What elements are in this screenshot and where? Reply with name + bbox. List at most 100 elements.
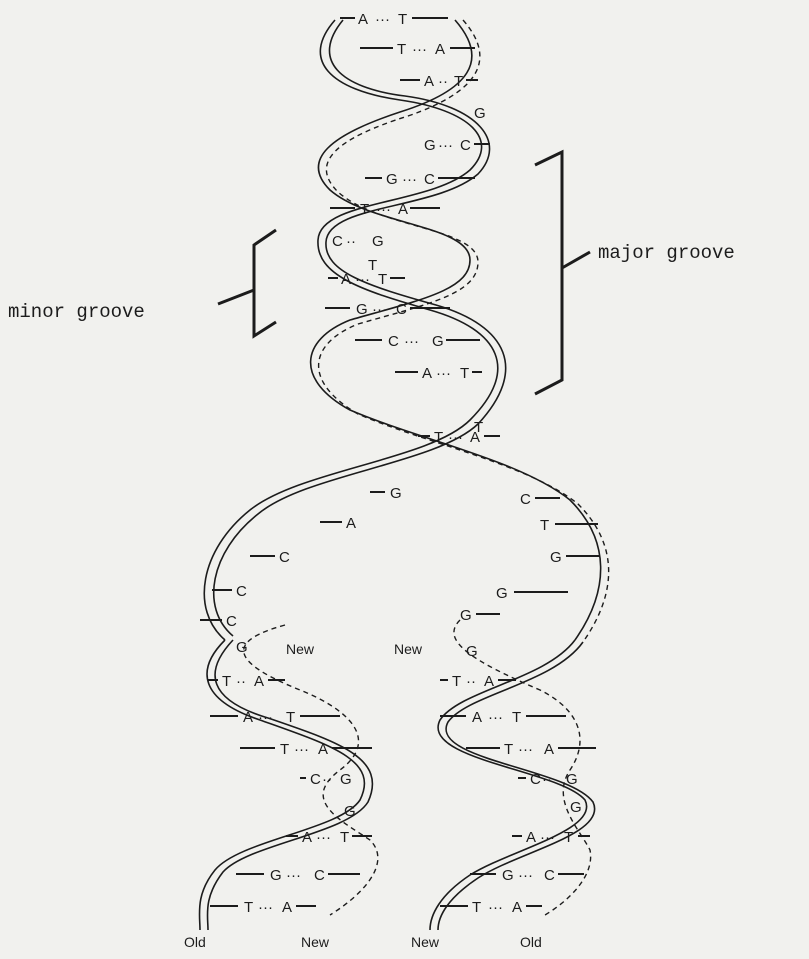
base-a: C — [388, 333, 399, 350]
parent-base-pairs: A ··· T T ··· A A ·· T G G ··· C — [325, 11, 500, 446]
base-pair: T ··· A — [240, 741, 372, 758]
major-groove-bracket — [535, 152, 562, 394]
minor-groove-label: minor groove — [8, 301, 145, 323]
base-b: A — [254, 673, 264, 690]
base-b: A — [398, 201, 408, 218]
base-b: A — [544, 741, 554, 758]
base-b: G — [432, 333, 444, 350]
base-a: T — [434, 429, 443, 446]
base-b: A — [435, 41, 445, 58]
base-a: G — [386, 171, 398, 188]
bond-dots: ··· — [488, 709, 503, 726]
base-pair: T ·· A — [208, 673, 285, 690]
base-b: A — [484, 673, 494, 690]
bond-dots: ··· — [258, 709, 273, 726]
base-b: C — [544, 867, 555, 884]
bond-dots: ··· — [436, 365, 451, 382]
base-b: A — [512, 899, 522, 916]
base-pair: C ··· G — [355, 333, 480, 350]
base-a: A — [422, 365, 432, 382]
base-pair: T ··· A — [360, 41, 475, 58]
base-pair: A ··· T — [210, 709, 340, 726]
base-pair: T ··· A — [440, 899, 542, 916]
base: G — [236, 639, 248, 656]
new-strand-label-bottom-left: New — [301, 934, 330, 950]
bond-dots: ··· — [438, 137, 453, 154]
parent-strand-old-inner — [214, 20, 506, 636]
new-strand-label-left: New — [286, 641, 315, 657]
major-groove-annotation: major groove — [535, 152, 735, 394]
base-a: A — [424, 73, 434, 90]
major-groove-leader — [562, 252, 590, 268]
bond-dots: ·· — [438, 73, 448, 90]
left-unpaired-bases: G A C C C G — [200, 485, 402, 656]
base-pair: A ··· T — [512, 829, 590, 846]
base-b: G — [566, 771, 578, 788]
base: A — [346, 515, 356, 532]
base-a: T — [504, 741, 513, 758]
base-a: G — [344, 803, 356, 820]
base-a: G — [502, 867, 514, 884]
base: G — [496, 585, 508, 602]
base-pair: A ··· T — [395, 365, 482, 382]
minor-groove-annotation: minor groove — [8, 230, 276, 336]
base-pair: A ··· T — [328, 271, 405, 288]
new-strand-label-right: New — [394, 641, 423, 657]
bond-dots: ·· — [542, 771, 552, 788]
base: C — [520, 491, 531, 508]
bond-dots: ··· — [372, 301, 387, 318]
major-groove-label: major groove — [598, 242, 735, 264]
base-pair: A ··· T — [340, 11, 448, 28]
bond-dots: ··· — [540, 829, 555, 846]
base-pair: G — [474, 105, 486, 122]
bond-dots: ·· — [322, 771, 332, 788]
base-pair: A ·· T — [400, 73, 478, 90]
base-b: T — [454, 73, 463, 90]
base-a: T — [222, 673, 231, 690]
base-a: T — [452, 673, 461, 690]
base-a: T — [397, 41, 406, 58]
base: C — [279, 549, 290, 566]
base: G — [390, 485, 402, 502]
base-a: G — [270, 867, 282, 884]
base-b: T — [512, 709, 521, 726]
base-b: G — [372, 233, 384, 250]
base-a: A — [243, 709, 253, 726]
base-a: G — [570, 799, 582, 816]
base-a: A — [358, 11, 368, 28]
bond-dots: ··· — [518, 741, 533, 758]
base: G — [460, 607, 472, 624]
left-daughter-base-pairs: T ·· A A ··· T T ··· A C ·· G G — [208, 673, 372, 916]
base-b: A — [282, 899, 292, 916]
minor-groove-bracket — [254, 230, 276, 336]
base-a: A — [526, 829, 536, 846]
minor-groove-leader — [218, 290, 254, 304]
base-a: A — [302, 829, 312, 846]
base-b: A — [470, 429, 480, 446]
parent-strand-old — [204, 20, 497, 640]
bond-dots: ··· — [448, 429, 463, 446]
bond-dots: ··· — [258, 899, 273, 916]
bond-dots: ··· — [294, 741, 309, 758]
base-pair: C ·· G — [332, 233, 384, 250]
base-b: C — [460, 137, 471, 154]
bond-dots: ··· — [375, 11, 390, 28]
bond-dots: ·· — [236, 673, 246, 690]
base-a: T — [360, 201, 369, 218]
base-a: C — [310, 771, 321, 788]
base-pair: T ··· A — [330, 201, 440, 218]
bond-dots: ··· — [412, 41, 427, 58]
bond-dots: ··· — [518, 867, 533, 884]
bond-dots: ··· — [286, 867, 301, 884]
base-pair: G ··· C — [236, 867, 360, 884]
base: G — [550, 549, 562, 566]
bond-dots: ··· — [376, 201, 391, 218]
old-strand-label-bottom-left: Old — [184, 934, 206, 950]
base-pair: G — [570, 799, 582, 816]
base: C — [236, 583, 247, 600]
parent-helix — [204, 20, 608, 642]
base: T — [540, 517, 549, 534]
base-a: G — [356, 301, 368, 318]
parent-strand-partner — [311, 20, 601, 640]
